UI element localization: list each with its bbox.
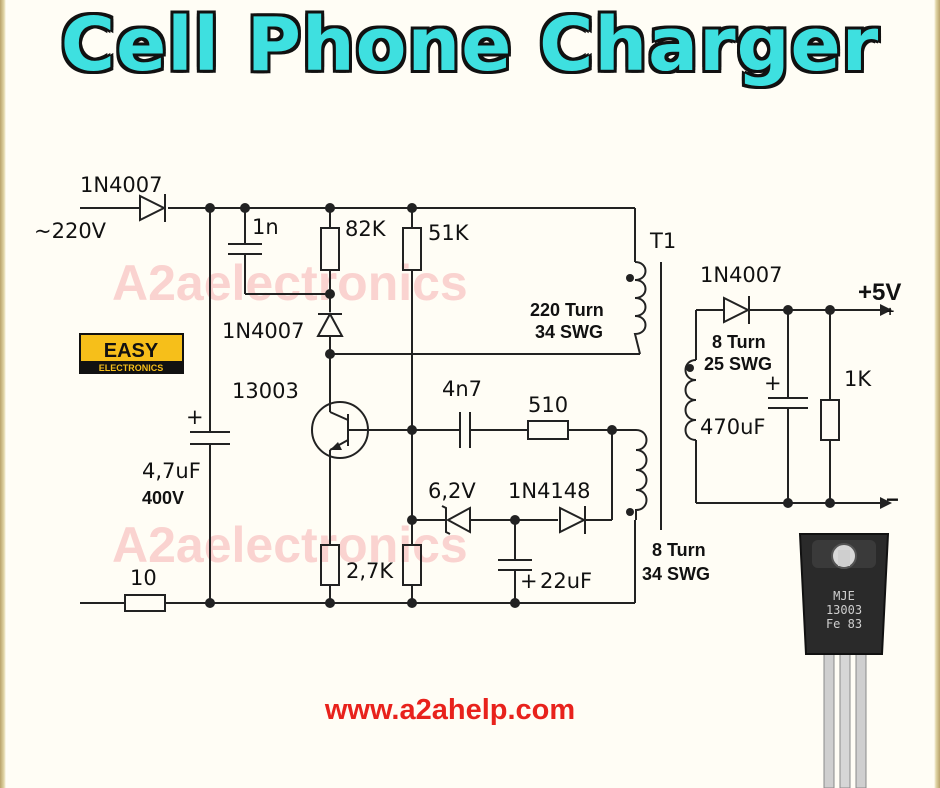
label-diode-output: 1N4007 xyxy=(700,263,783,287)
transistor-marking-fe83: Fe 83 xyxy=(826,617,862,631)
label-transistor: 13003 xyxy=(232,379,299,403)
label-transformer: T1 xyxy=(649,229,676,253)
label-plus-470uf: + xyxy=(764,371,782,395)
label-res-510: 510 xyxy=(528,393,568,417)
resistor-2k7-left xyxy=(320,544,340,603)
transistor-13003-photo: MJE 13003 Fe 83 xyxy=(798,533,890,788)
label-res-2k7: 2,7K xyxy=(346,559,394,583)
label-res-82k: 82K xyxy=(345,217,387,241)
transistor-marking-13003: 13003 xyxy=(826,603,862,617)
page-title: Cell Phone Charger xyxy=(60,2,880,88)
resistor-2k7-right xyxy=(402,544,422,603)
logo-text-electronics: ELECTRONICS xyxy=(99,363,164,373)
label-cap-470uf: 470uF xyxy=(700,415,765,439)
label-plus-filter: + xyxy=(186,405,204,429)
label-secondary-wire: 25 SWG xyxy=(704,354,772,374)
label-diode-mid: 1N4007 xyxy=(222,319,305,343)
resistor-51k xyxy=(402,208,422,545)
diode-1n4148 xyxy=(559,430,613,534)
transistor-13003 xyxy=(311,354,412,545)
label-input-voltage: ~220V xyxy=(34,219,107,243)
capacitor-1n xyxy=(228,208,330,295)
watermark-top: A2aelectronics xyxy=(112,255,468,311)
capacitor-22uf xyxy=(498,520,532,603)
label-cap-filter-voltage: 400V xyxy=(142,488,184,508)
resistor-82k xyxy=(320,208,340,312)
resistor-1k xyxy=(820,310,840,503)
label-cap-22uf: 22uF xyxy=(540,569,592,593)
label-diode-1n4148: 1N4148 xyxy=(508,479,591,503)
transistor-marking-mje: MJE xyxy=(833,589,855,603)
label-secondary-turns: 8 Turn xyxy=(712,332,766,352)
label-output-negative: − xyxy=(886,487,899,512)
logo-text-easy: EASY xyxy=(104,340,159,362)
label-res-10: 10 xyxy=(130,566,157,590)
diode-input-1n4007 xyxy=(139,194,167,222)
easy-electronics-logo: EASY ELECTRONICS xyxy=(79,333,184,374)
label-diode-input: 1N4007 xyxy=(80,173,163,197)
resistor-510 xyxy=(527,420,612,440)
label-cap-1n: 1n xyxy=(252,215,279,239)
label-cap-4n7: 4n7 xyxy=(442,377,482,401)
label-primary-wire: 34 SWG xyxy=(535,322,603,342)
label-res-1k: 1K xyxy=(844,367,872,391)
label-output-positive-sign: + xyxy=(886,303,894,319)
capacitor-4n7 xyxy=(412,412,528,448)
label-output-positive: +5V xyxy=(858,279,901,306)
bottom-rail xyxy=(80,520,636,612)
website-url[interactable]: www.a2ahelp.com xyxy=(324,694,576,726)
transformer-primary-coil xyxy=(626,261,662,530)
transformer-feedback-coil xyxy=(612,429,648,520)
label-feedback-turns: 8 Turn xyxy=(652,540,706,560)
label-cap-filter-value: 4,7uF xyxy=(142,459,201,483)
capacitor-4u7-400v xyxy=(190,208,230,603)
label-plus-22uf: + xyxy=(520,569,538,593)
diode-output-1n4007 xyxy=(723,296,892,509)
capacitor-470uf xyxy=(768,310,808,503)
label-zener: 6,2V xyxy=(428,479,476,503)
label-feedback-wire: 34 SWG xyxy=(642,564,710,584)
label-res-51k: 51K xyxy=(428,221,470,245)
label-primary-turns: 220 Turn xyxy=(530,300,604,320)
